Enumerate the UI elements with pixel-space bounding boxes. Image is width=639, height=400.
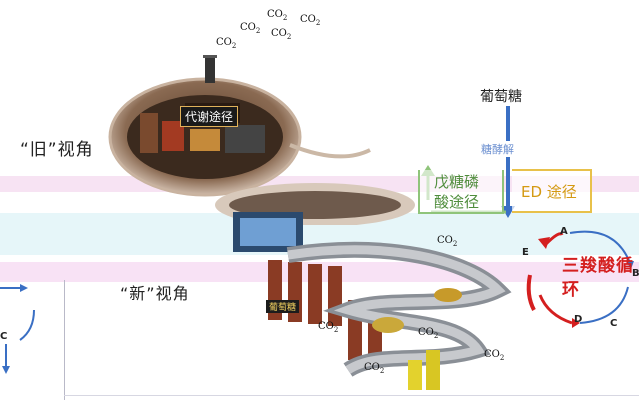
tca-cycle-diagram (526, 230, 634, 328)
metabolic-pathway-tag: 代谢途径 (180, 106, 239, 127)
old-view-label: “旧”视角 (20, 140, 94, 160)
glucose-tag: 葡萄糖 (266, 300, 300, 313)
co2-label: CO2 (300, 14, 321, 27)
tca-node-e: E (522, 247, 529, 258)
co2-label: CO2 (437, 235, 458, 248)
frame-bottom-line (64, 395, 639, 396)
frame-left-line (64, 280, 65, 400)
new-view-label: “新”视角 (120, 284, 190, 303)
co2-label: CO2 (364, 362, 385, 375)
co2-label: CO2 (418, 327, 439, 340)
co2-label: CO2 (271, 28, 292, 41)
tca-node-d: D (574, 314, 583, 325)
pentose-phosphate-box (418, 170, 504, 214)
conveyor-factory-illustration (233, 212, 512, 390)
co2-label: CO2 (267, 9, 288, 22)
tca-node-c: C (610, 318, 618, 329)
ed-pathway-box (512, 169, 592, 213)
ed-pathway-label: ED 途径 (521, 183, 577, 201)
left-cycle-fragment (0, 284, 35, 374)
glucose-label: 葡萄糖 (480, 89, 522, 105)
co2-label: CO2 (318, 321, 339, 334)
co2-label: CO2 (240, 22, 261, 35)
tca-node-a: A (560, 226, 568, 237)
pumpkin-factory-illustration (108, 55, 415, 225)
glycolysis-label: 糖酵解 (479, 141, 516, 157)
tca-label: 三羧酸循环 (562, 256, 634, 300)
co2-label: CO2 (484, 349, 505, 362)
tca-node-b: B (632, 268, 639, 279)
pentose-phosphate-label: 戊糖磷酸途径 (434, 173, 480, 211)
glycolysis-arrow (501, 106, 515, 218)
left-node-c: C (0, 331, 8, 342)
co2-label: CO2 (216, 37, 237, 50)
